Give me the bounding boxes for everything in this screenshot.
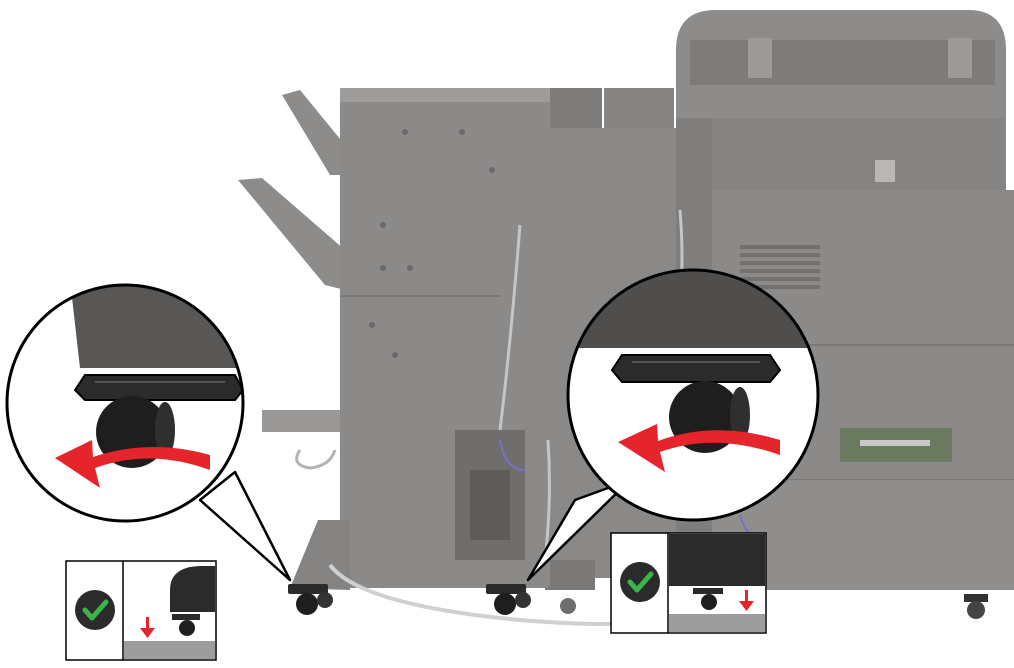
mini-machine-bottom [669, 534, 765, 586]
transport-top-block-2 [604, 88, 674, 128]
finisher-caster-right [486, 584, 531, 615]
finisher-unit [238, 88, 550, 590]
finisher-top-cap [340, 88, 550, 102]
printer-caster-right [964, 594, 988, 619]
right-check-panel [611, 533, 766, 633]
finisher-cable-loop [297, 450, 335, 468]
finisher-base [290, 520, 350, 590]
left-caster-plate [75, 375, 243, 400]
right-caster-plate [612, 355, 780, 382]
transport-top-block-1 [548, 88, 602, 128]
finisher-caster-left [288, 584, 333, 615]
left-callout-machine-corner [70, 280, 248, 368]
finisher-booklet-tray [262, 410, 342, 432]
scanner-hinge-right [948, 38, 972, 78]
left-check-panel [66, 561, 216, 660]
label-plate [875, 160, 895, 182]
floor-strip [669, 614, 765, 632]
circuit-board-strip [860, 440, 930, 446]
left-caster-callout [7, 280, 248, 521]
scanner-hinge-left [748, 38, 772, 78]
finisher-service-board [470, 470, 510, 540]
checkmark-icon [620, 562, 660, 602]
transport-bottom-cart [545, 560, 595, 590]
checkmark-icon [75, 590, 115, 630]
transport-wheel [560, 598, 576, 614]
finisher-output-tray-top [282, 90, 345, 175]
finisher-output-tray-mid [238, 178, 345, 290]
floor-strip [124, 641, 215, 659]
printer-upper-band [676, 118, 1006, 190]
